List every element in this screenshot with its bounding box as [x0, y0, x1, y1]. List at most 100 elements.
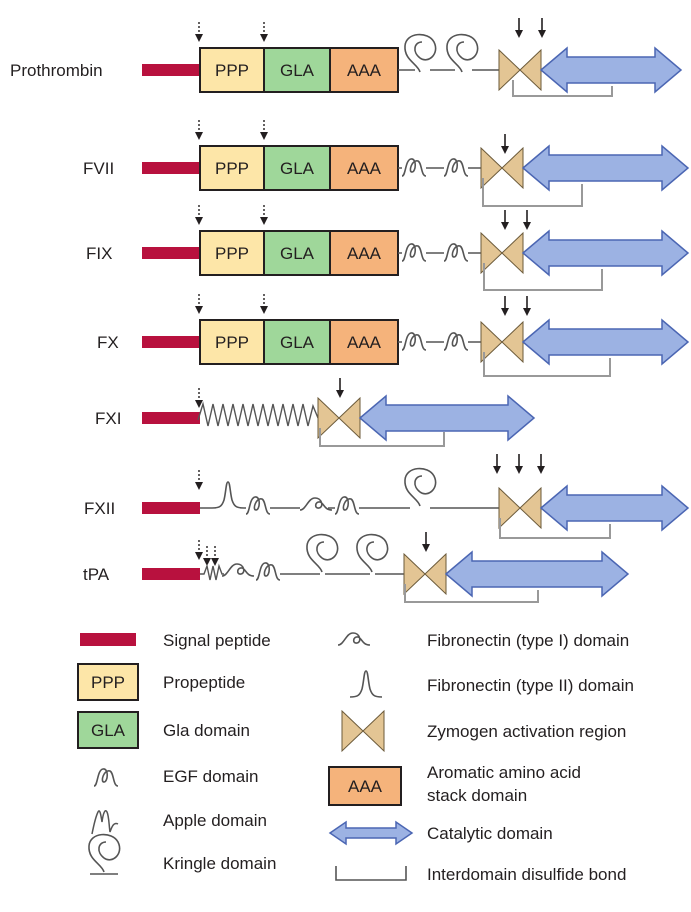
legend-zymogen: Zymogen activation region [427, 722, 626, 741]
row-fx: FX PPP GLA AAA [97, 293, 690, 377]
legend-catalytic: Catalytic domain [427, 824, 553, 843]
kringle-icon [356, 533, 389, 573]
row-prothrombin: Prothrombin PPP GLA AAA [10, 17, 683, 97]
gla-swatch [77, 711, 139, 749]
legend-aromatic-line1: Aromatic amino acid [427, 763, 581, 782]
legend-propeptide-box: PPP [91, 673, 125, 692]
catalytic-domain-icon [521, 144, 690, 192]
cleavage-arrow-icon [194, 387, 204, 409]
cleavage-arrow-icon [194, 119, 204, 141]
kringle-icon [404, 467, 437, 507]
row-tpa: tPA [83, 531, 630, 603]
zymogen-icon [341, 710, 385, 752]
fibronectin-type-i-icon [221, 563, 255, 577]
aromatic-swatch [328, 766, 402, 806]
propeptide-box-label: PPP [215, 333, 249, 352]
legend-gla-box: GLA [91, 721, 126, 740]
propeptide-box-label: PPP [215, 159, 249, 178]
cleavage-arrow-icon [492, 453, 502, 475]
gla-box-label: GLA [280, 244, 315, 263]
signal-peptide-bar [142, 162, 200, 174]
kringle-icon [306, 533, 339, 573]
zymogen-icon [498, 487, 542, 529]
protein-label: FXI [95, 409, 121, 428]
zymogen-icon [480, 232, 524, 274]
egf-icon [245, 496, 271, 515]
disulfide-bond [482, 178, 583, 207]
legend-propeptide: Propeptide [163, 673, 245, 692]
kringle-icon [446, 33, 479, 73]
egf-icon [443, 243, 469, 262]
legend-apple: Apple domain [163, 811, 267, 830]
catalytic-domain-swatch-icon [328, 820, 414, 846]
cleavage-arrow-icon [335, 377, 345, 399]
aromatic-box-label: AAA [347, 244, 382, 263]
legend-fibronectin-1: Fibronectin (type I) domain [427, 631, 629, 650]
disulfide-bond [319, 428, 445, 447]
cleavage-arrow-icon [421, 531, 431, 553]
cleavage-arrow-icon [202, 545, 212, 567]
protein-label: Prothrombin [10, 61, 103, 80]
signal-peptide-bar [142, 247, 200, 259]
kringle-icon [88, 833, 121, 873]
gla-box [263, 47, 331, 93]
propeptide-box-label: PPP [215, 244, 249, 263]
fibronectin-type-ii-icon [211, 481, 245, 509]
propeptide-box [199, 47, 265, 93]
protein-label: tPA [83, 565, 110, 584]
cleavage-arrow-icon [194, 469, 204, 491]
cleavage-arrow-icon [194, 539, 204, 561]
legend-signal-peptide: Signal peptide [163, 631, 271, 650]
aromatic-box-label: AAA [347, 333, 382, 352]
apple-icon [91, 810, 119, 835]
aromatic-box-label: AAA [347, 159, 382, 178]
cleavage-arrow-icon [194, 21, 204, 43]
zymogen-icon [480, 321, 524, 363]
catalytic-domain-icon [521, 229, 690, 277]
fibronectin-type-i-icon [299, 497, 333, 511]
cleavage-arrow-icon [522, 209, 532, 231]
legend-kringle: Kringle domain [163, 854, 276, 873]
egf-icon [93, 768, 119, 787]
propeptide-box [199, 319, 265, 365]
egf-icon [334, 496, 360, 515]
propeptide-swatch [77, 663, 139, 701]
legend: Signal peptide PPP Propeptide GLA Gla do… [77, 631, 634, 884]
signal-peptide-bar [142, 502, 200, 514]
row-fxii: FXII [84, 453, 690, 539]
cleavage-arrow-icon [259, 293, 269, 315]
cleavage-arrow-icon [259, 119, 269, 141]
egf-icon [443, 158, 469, 177]
aromatic-box-label: AAA [347, 61, 382, 80]
legend-aromatic-box: AAA [348, 777, 383, 796]
cleavage-arrow-icon [210, 545, 220, 567]
egf-icon [401, 243, 427, 262]
cleavage-arrow-icon [537, 17, 547, 39]
zymogen-icon [480, 147, 524, 189]
protein-label: FX [97, 333, 119, 352]
egf-icon [401, 332, 427, 351]
gla-box-label: GLA [280, 159, 315, 178]
disulfide-bond-swatch [335, 866, 407, 881]
disulfide-bond [512, 80, 613, 97]
cleavage-arrow-icon [522, 295, 532, 317]
row-fix: FIX PPP GLA AAA [86, 204, 690, 291]
legend-egf: EGF domain [163, 767, 258, 786]
disulfide-bond [499, 518, 611, 539]
signal-peptide-swatch [80, 633, 136, 646]
gla-box-label: GLA [280, 333, 315, 352]
protein-label: FXII [84, 499, 115, 518]
cleavage-arrow-icon [259, 204, 269, 226]
cleavage-arrow-icon [194, 293, 204, 315]
disulfide-bond [404, 584, 539, 603]
cleavage-arrow-icon [536, 453, 546, 475]
aromatic-box [329, 47, 399, 93]
catalytic-domain-icon [539, 484, 690, 532]
cleavage-arrow-icon [514, 17, 524, 39]
cleavage-arrow-icon [500, 209, 510, 231]
zymogen-icon [317, 397, 361, 439]
signal-peptide-bar [142, 412, 200, 424]
propeptide-box-label: PPP [215, 61, 249, 80]
